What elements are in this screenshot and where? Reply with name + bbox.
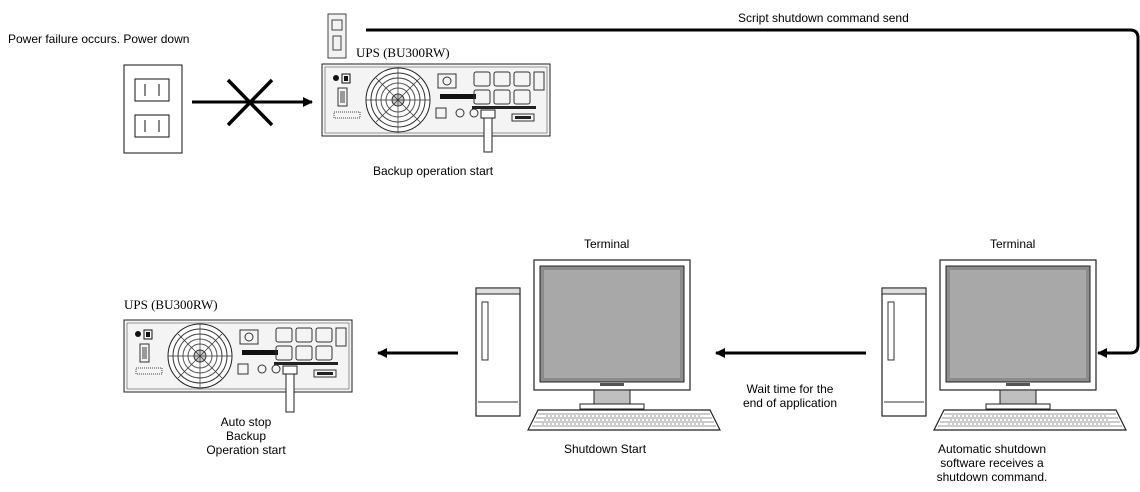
ups-top [321, 63, 551, 137]
auto-stop-line-3: Operation start [206, 443, 286, 457]
backup-start-label: Backup operation start [373, 164, 494, 178]
shutdown-start-label: Shutdown Start [564, 442, 647, 456]
auto-shutdown-line-3: shutdown command. [936, 470, 1048, 484]
cross-mark-2 [226, 78, 274, 127]
ups-bottom-model-label: UPS (BU300RW) [124, 297, 218, 312]
auto-shutdown-line-2: software receives a [940, 456, 1044, 470]
ups-bottom-cable [282, 365, 298, 413]
wait-time-line-1: Wait time for the [746, 382, 834, 396]
auto-shutdown-label: Automatic shutdown software receives a s… [922, 442, 1062, 484]
ups-top-model-label: UPS (BU300RW) [356, 45, 450, 60]
script-command-label: Script shutdown command send [738, 11, 909, 25]
auto-stop-label: Auto stop Backup Operation start [186, 415, 306, 457]
ups-bottom [123, 319, 353, 393]
wall-outlet [123, 64, 183, 154]
script-command-arrow [366, 28, 1140, 358]
auto-shutdown-line-1: Automatic shutdown [937, 442, 1047, 456]
power-failure-label: Power failure occurs. Power down [8, 32, 190, 46]
auto-stop-line-2: Backup [225, 429, 267, 443]
wait-time-label: Wait time for the end of application [728, 382, 852, 410]
wait-time-line-2: end of application [742, 396, 838, 410]
ups-side-view [327, 13, 347, 59]
ups-top-cable [480, 109, 496, 153]
terminal-middle [475, 259, 721, 431]
auto-stop-line-1: Auto stop [220, 415, 272, 429]
terminal-right [881, 259, 1127, 431]
terminal-right-label: Terminal [990, 237, 1036, 251]
terminal-middle-label: Terminal [584, 237, 630, 251]
